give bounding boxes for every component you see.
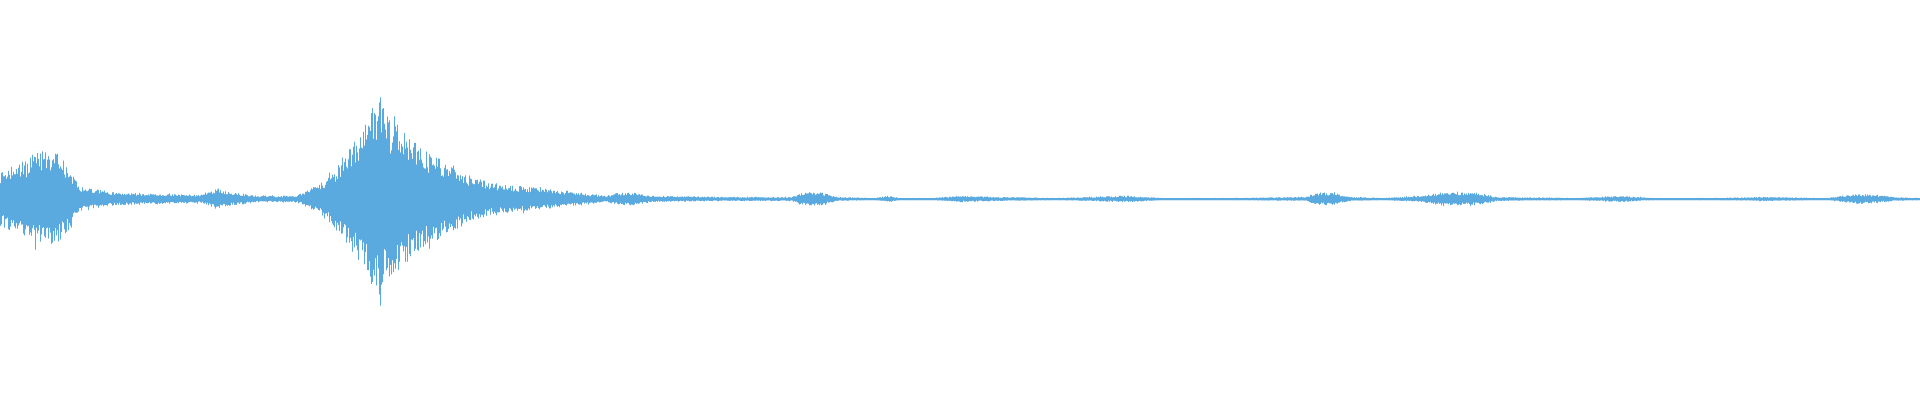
- waveform-amplitude-path: [0, 97, 1920, 306]
